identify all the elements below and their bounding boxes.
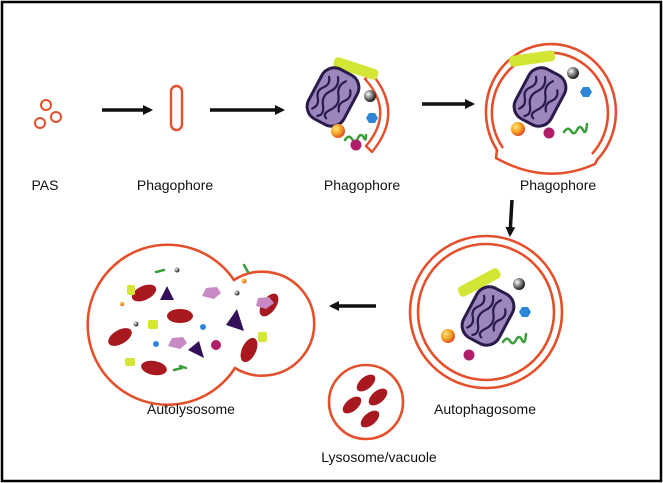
sphere-icon [567, 67, 579, 79]
phagophore-stage-2 [300, 57, 390, 154]
triangle-icon [188, 341, 204, 358]
rod-icon [333, 57, 379, 80]
label-phagophore-1: Phagophore [136, 177, 214, 193]
hexagon-icon [580, 87, 592, 97]
label-phagophore-2: Phagophore [323, 177, 401, 193]
autolysosome-membrane [86, 243, 316, 407]
mitochondrion-icon [507, 61, 573, 133]
pentagon-icon [256, 297, 274, 309]
sphere-icon [513, 278, 525, 290]
label-phagophore-3: Phagophore [519, 177, 597, 193]
squiggle-icon [562, 122, 589, 135]
sphere-icon [364, 90, 376, 102]
dot-icon [463, 349, 475, 361]
pentagon-icon [202, 287, 221, 299]
label-lysosome-vacuole: Lysosome/vacuole [321, 449, 437, 465]
phagophore-membrane-curved [363, 71, 390, 154]
rod-icon [457, 268, 501, 297]
rod-icon [509, 50, 556, 67]
label-pas: PAS [31, 177, 59, 193]
triangle-icon [160, 286, 174, 300]
hexagon-icon [519, 307, 531, 317]
lysosome-vacuole [327, 363, 405, 441]
sphere-icon [441, 329, 455, 343]
label-autolysosome: Autolysosome [147, 401, 235, 417]
dot-icon [350, 139, 362, 151]
sphere-icon [331, 124, 345, 138]
pentagon-icon [168, 337, 187, 349]
hexagon-icon [366, 113, 378, 123]
phagophore-membrane-early [169, 84, 184, 132]
triangle-icon [226, 309, 244, 331]
sphere-icon [511, 122, 525, 136]
autolysosome [86, 243, 316, 407]
squiggle-icon [343, 133, 368, 143]
dot-icon [543, 127, 555, 139]
label-autophagosome: Autophagosome [434, 401, 536, 417]
phagophore-stage-3 [484, 42, 618, 175]
pas-vesicles [34, 99, 62, 129]
arrow-icon [505, 199, 516, 237]
autophagosome [408, 234, 564, 390]
squiggle-icon [501, 332, 528, 345]
phagophore-membrane-expanding [484, 42, 618, 175]
